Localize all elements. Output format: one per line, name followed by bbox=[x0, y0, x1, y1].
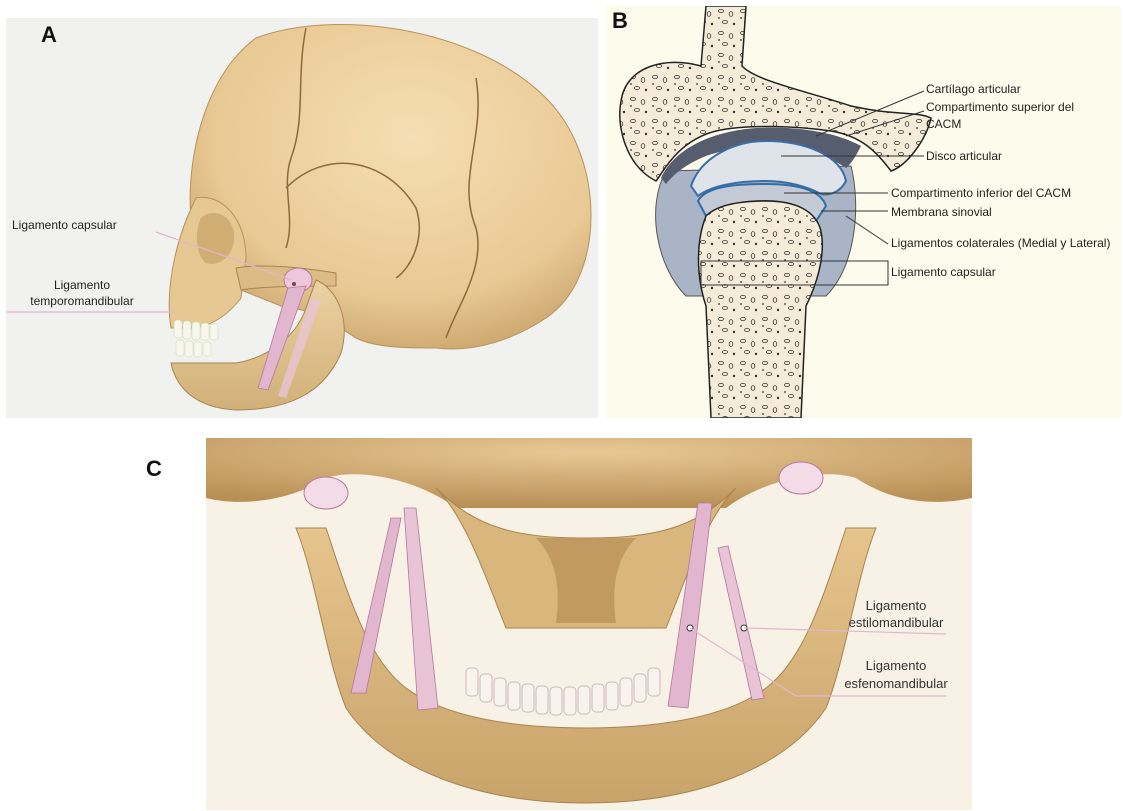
label-tm-line2: temporomandibular bbox=[30, 294, 133, 308]
label-estilo-line2: estilomandibular bbox=[849, 615, 944, 630]
condyle bbox=[699, 201, 823, 418]
label-ligamentos-colaterales: Ligamentos colaterales (Medial y Lateral… bbox=[891, 236, 1110, 250]
label-tm-line1: Ligamento bbox=[54, 278, 110, 292]
label-compartimento-superior-2: CACM bbox=[926, 117, 961, 131]
left-condyle bbox=[304, 477, 348, 509]
label-ligamento-capsular-b: Ligamento capsular bbox=[891, 265, 996, 279]
right-condyle bbox=[779, 462, 823, 494]
skull-lateral-illustration: Ligamento capsular Ligamento temporomand… bbox=[6, 18, 598, 418]
panel-b-joint-diagram: Cartílago articular Compartimento superi… bbox=[606, 6, 1121, 418]
label-compartimento-superior-1: Compartimento superior del bbox=[926, 100, 1074, 114]
left-sphenomandibular-ligament bbox=[404, 508, 438, 710]
panel-c-mandible-posterior: Ligamento estilomandibular Ligamento esf… bbox=[206, 438, 972, 810]
panel-a-letter: A bbox=[41, 22, 57, 48]
panel-a-skull-lateral: Ligamento capsular Ligamento temporomand… bbox=[6, 18, 598, 418]
label-esfeno-line1: Ligamento bbox=[866, 658, 927, 673]
mandible-frontal-illustration: Ligamento estilomandibular Ligamento esf… bbox=[206, 438, 972, 810]
label-compartimento-inferior: Compartimento inferior del CACM bbox=[891, 186, 1071, 200]
label-estilo-line1: Ligamento bbox=[866, 598, 927, 613]
panel-c-letter: C bbox=[146, 456, 162, 482]
teeth-lower bbox=[176, 340, 211, 357]
right-stylomandibular-ligament bbox=[718, 546, 764, 700]
cranium bbox=[190, 25, 591, 349]
label-esfeno-line2: esfenomandibular bbox=[844, 676, 948, 691]
label-membrana-sinovial: Membrana sinovial bbox=[891, 205, 992, 219]
lower-teeth bbox=[466, 668, 660, 715]
panel-b-letter: B bbox=[612, 8, 628, 34]
label-ligamento-capsular: Ligamento capsular bbox=[12, 218, 117, 232]
label-disco-articular: Disco articular bbox=[926, 149, 1002, 163]
label-cartilago-articular: Cartílago articular bbox=[926, 82, 1021, 96]
joint-cross-section: Cartílago articular Compartimento superi… bbox=[606, 6, 1121, 418]
